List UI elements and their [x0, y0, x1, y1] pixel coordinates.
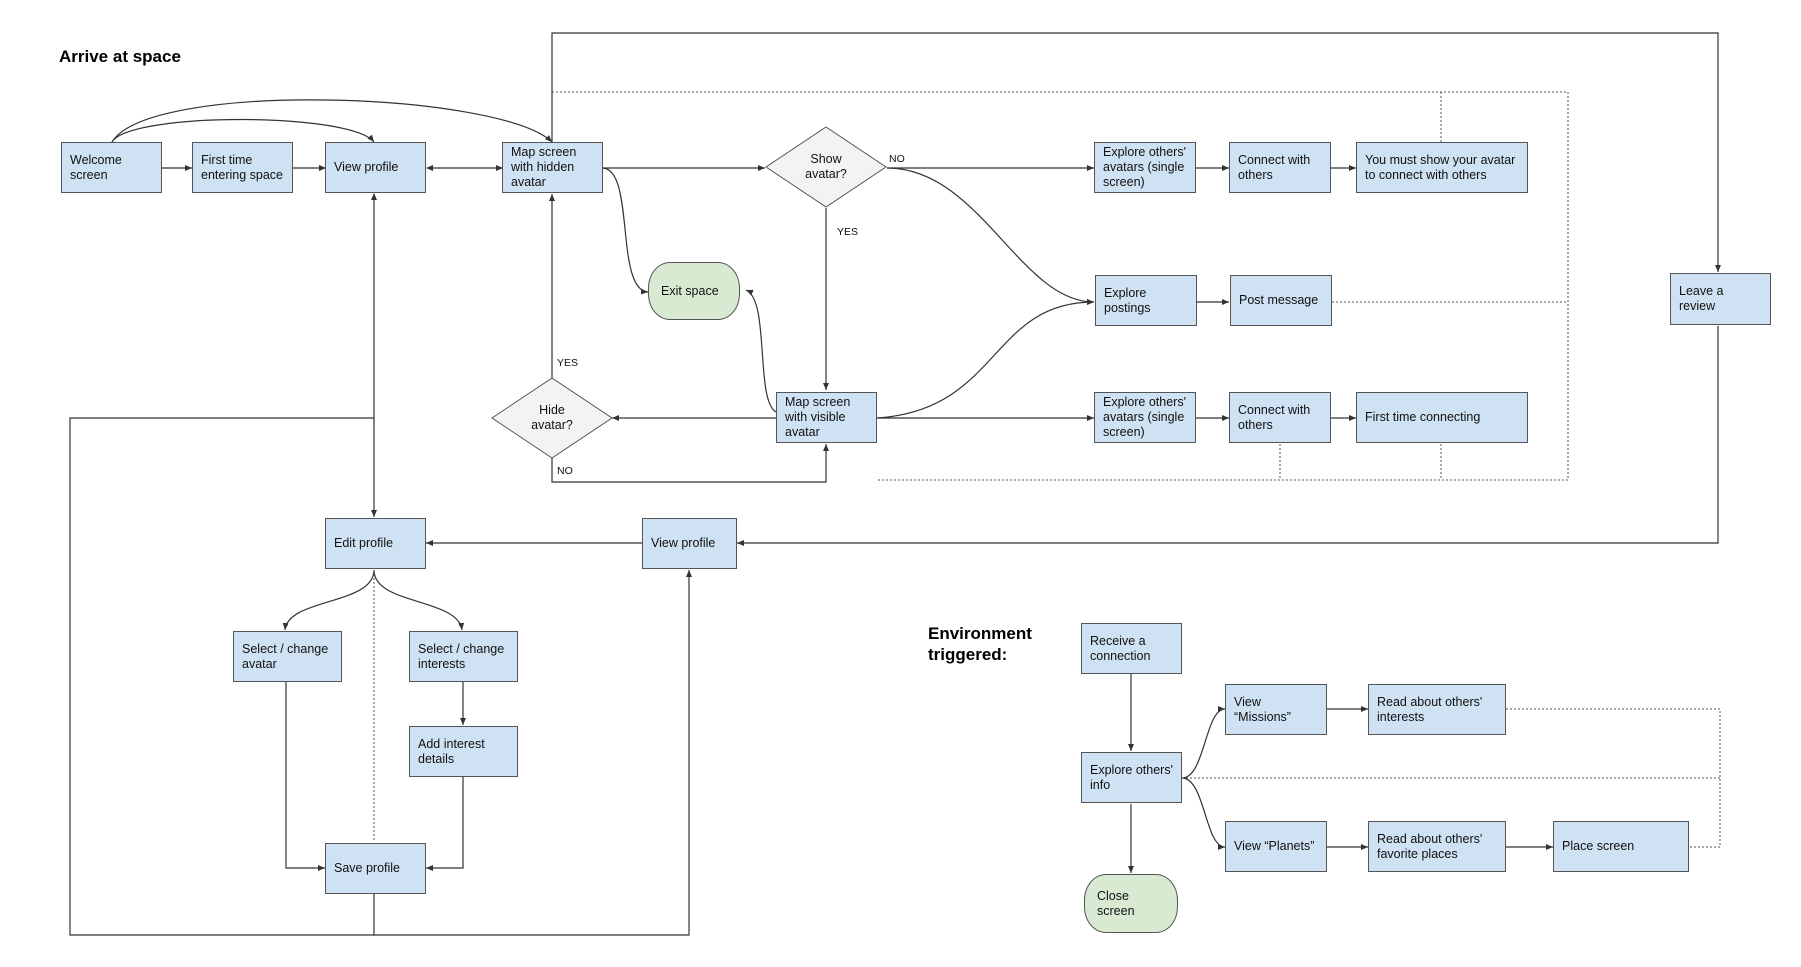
arrive-heading: Arrive at space [59, 47, 181, 66]
node-read-places[interactable]: Read about others' favorite places [1368, 821, 1506, 872]
node-edit-profile-label: Edit profile [334, 536, 394, 550]
decision-hide-avatar-label: Hide avatar? [531, 403, 573, 432]
environment-heading-line2: triggered: [928, 645, 1008, 664]
label-show-yes: YES [837, 226, 859, 238]
node-save-profile-label: Save profile [334, 861, 401, 875]
node-explore-info-label: Explore others' info [1090, 762, 1173, 792]
node-connect-bottom-label: Connect with others [1238, 402, 1311, 432]
node-map-hidden[interactable]: Map screen with hidden avatar [502, 142, 603, 193]
decision-hide-avatar-shape [491, 377, 613, 459]
edge-show-no-to-postings [886, 167, 1095, 305]
node-add-interest-details[interactable]: Add interest details [409, 726, 518, 777]
node-first-time-connecting[interactable]: First time connecting [1356, 392, 1528, 443]
node-leave-review-label: Leave a review [1679, 284, 1724, 313]
environment-heading-line1: Environment [928, 624, 1032, 643]
node-place-screen-label: Place screen [1562, 839, 1635, 853]
node-must-show-label: You must show your avatar to connect wit… [1365, 152, 1516, 182]
node-edit-profile[interactable]: Edit profile [325, 518, 426, 569]
decision-show-avatar-label: Show avatar? [805, 152, 847, 181]
node-read-interests[interactable]: Read about others' interests [1368, 684, 1506, 735]
node-explore-postings[interactable]: Explore postings [1095, 275, 1197, 326]
edge-avatar-to-save [285, 682, 325, 871]
label-hide-no: NO [557, 465, 573, 477]
decision-hide-avatar[interactable]: Hide avatar? [491, 377, 613, 459]
node-connect-bottom[interactable]: Connect with others [1229, 392, 1331, 443]
node-connect-top-label: Connect with others [1238, 152, 1311, 182]
terminal-close-screen-label: Close screen [1097, 888, 1135, 918]
node-post-message[interactable]: Post message [1230, 275, 1332, 326]
node-welcome-screen[interactable]: Welcome screen [61, 142, 162, 193]
node-map-visible[interactable]: Map screen with visible avatar [776, 392, 877, 443]
edge-map-visible-to-exit [745, 289, 777, 413]
edge-welcome-to-viewprofile-curve [111, 118, 375, 143]
edge-hide-no-to-map-visible [551, 444, 829, 483]
node-view-profile-bottom[interactable]: View profile [642, 518, 737, 569]
node-explore-info[interactable]: Explore others' info [1081, 752, 1182, 803]
terminal-close-screen[interactable]: Close screen [1084, 874, 1178, 933]
node-select-interests[interactable]: Select / change interests [409, 631, 518, 682]
edge-save-loop-to-viewprofile [373, 570, 692, 936]
decision-show-avatar-shape [765, 126, 887, 208]
node-read-interests-label: Read about others' interests [1377, 694, 1483, 724]
node-first-time-connecting-label: First time connecting [1365, 410, 1481, 424]
node-receive-connection[interactable]: Receive a connection [1081, 623, 1182, 674]
edge-edit-to-interests [373, 569, 465, 631]
node-view-profile-top[interactable]: View profile [325, 142, 426, 193]
node-select-avatar[interactable]: Select / change avatar [233, 631, 342, 682]
node-explore-avatars-bottom[interactable]: Explore others' avatars (single screen) [1094, 392, 1196, 443]
edge-map-visible-to-postings [876, 299, 1095, 419]
node-view-missions-label: View “Missions” [1234, 694, 1291, 724]
dotted-return-top [552, 91, 1569, 481]
node-explore-postings-label: Explore postings [1104, 285, 1151, 315]
node-add-interest-details-label: Add interest details [418, 736, 485, 766]
edge-info-to-missions [1181, 706, 1226, 779]
node-map-hidden-label: Map screen with hidden avatar [511, 145, 577, 189]
edge-info-to-planets [1181, 777, 1226, 850]
node-view-planets-label: View “Planets” [1234, 839, 1315, 853]
node-read-places-label: Read about others' favorite places [1377, 831, 1483, 861]
terminal-exit-space-label: Exit space [661, 283, 719, 298]
edge-review-loop-to-viewprofile [737, 326, 1719, 546]
terminal-exit-space[interactable]: Exit space [648, 262, 740, 320]
node-place-screen[interactable]: Place screen [1553, 821, 1689, 872]
node-explore-avatars-bottom-label: Explore others' avatars (single screen) [1103, 395, 1186, 439]
node-save-profile[interactable]: Save profile [325, 843, 426, 894]
edge-save-loop-left [69, 417, 374, 936]
edge-details-to-save [426, 777, 464, 871]
node-explore-avatars-top[interactable]: Explore others' avatars (single screen) [1094, 142, 1196, 193]
node-welcome-screen-label: Welcome screen [70, 152, 122, 182]
label-hide-yes: YES [557, 357, 579, 369]
decision-show-avatar[interactable]: Show avatar? [765, 126, 887, 208]
node-view-profile-top-label: View profile [334, 160, 399, 174]
node-select-interests-label: Select / change interests [418, 641, 505, 671]
node-view-profile-bottom-label: View profile [651, 536, 716, 550]
node-must-show[interactable]: You must show your avatar to connect wit… [1356, 142, 1528, 193]
node-explore-avatars-top-label: Explore others' avatars (single screen) [1103, 145, 1186, 189]
edge-map-hidden-to-exit [602, 167, 649, 295]
edge-welcome-to-map-curve [111, 99, 553, 143]
node-view-planets[interactable]: View “Planets” [1225, 821, 1327, 872]
node-leave-review[interactable]: Leave a review [1670, 273, 1771, 325]
node-select-avatar-label: Select / change avatar [242, 641, 329, 671]
node-post-message-label: Post message [1239, 293, 1319, 307]
edge-top-loop-to-review [551, 32, 1721, 272]
node-first-time-entering[interactable]: First time entering space [192, 142, 293, 193]
node-view-missions[interactable]: View “Missions” [1225, 684, 1327, 735]
edge-edit-to-avatar [282, 569, 375, 631]
node-connect-top[interactable]: Connect with others [1229, 142, 1331, 193]
node-first-time-entering-label: First time entering space [201, 152, 284, 182]
node-receive-connection-label: Receive a connection [1090, 633, 1151, 663]
label-show-no: NO [889, 153, 905, 165]
node-map-visible-label: Map screen with visible avatar [785, 395, 851, 439]
